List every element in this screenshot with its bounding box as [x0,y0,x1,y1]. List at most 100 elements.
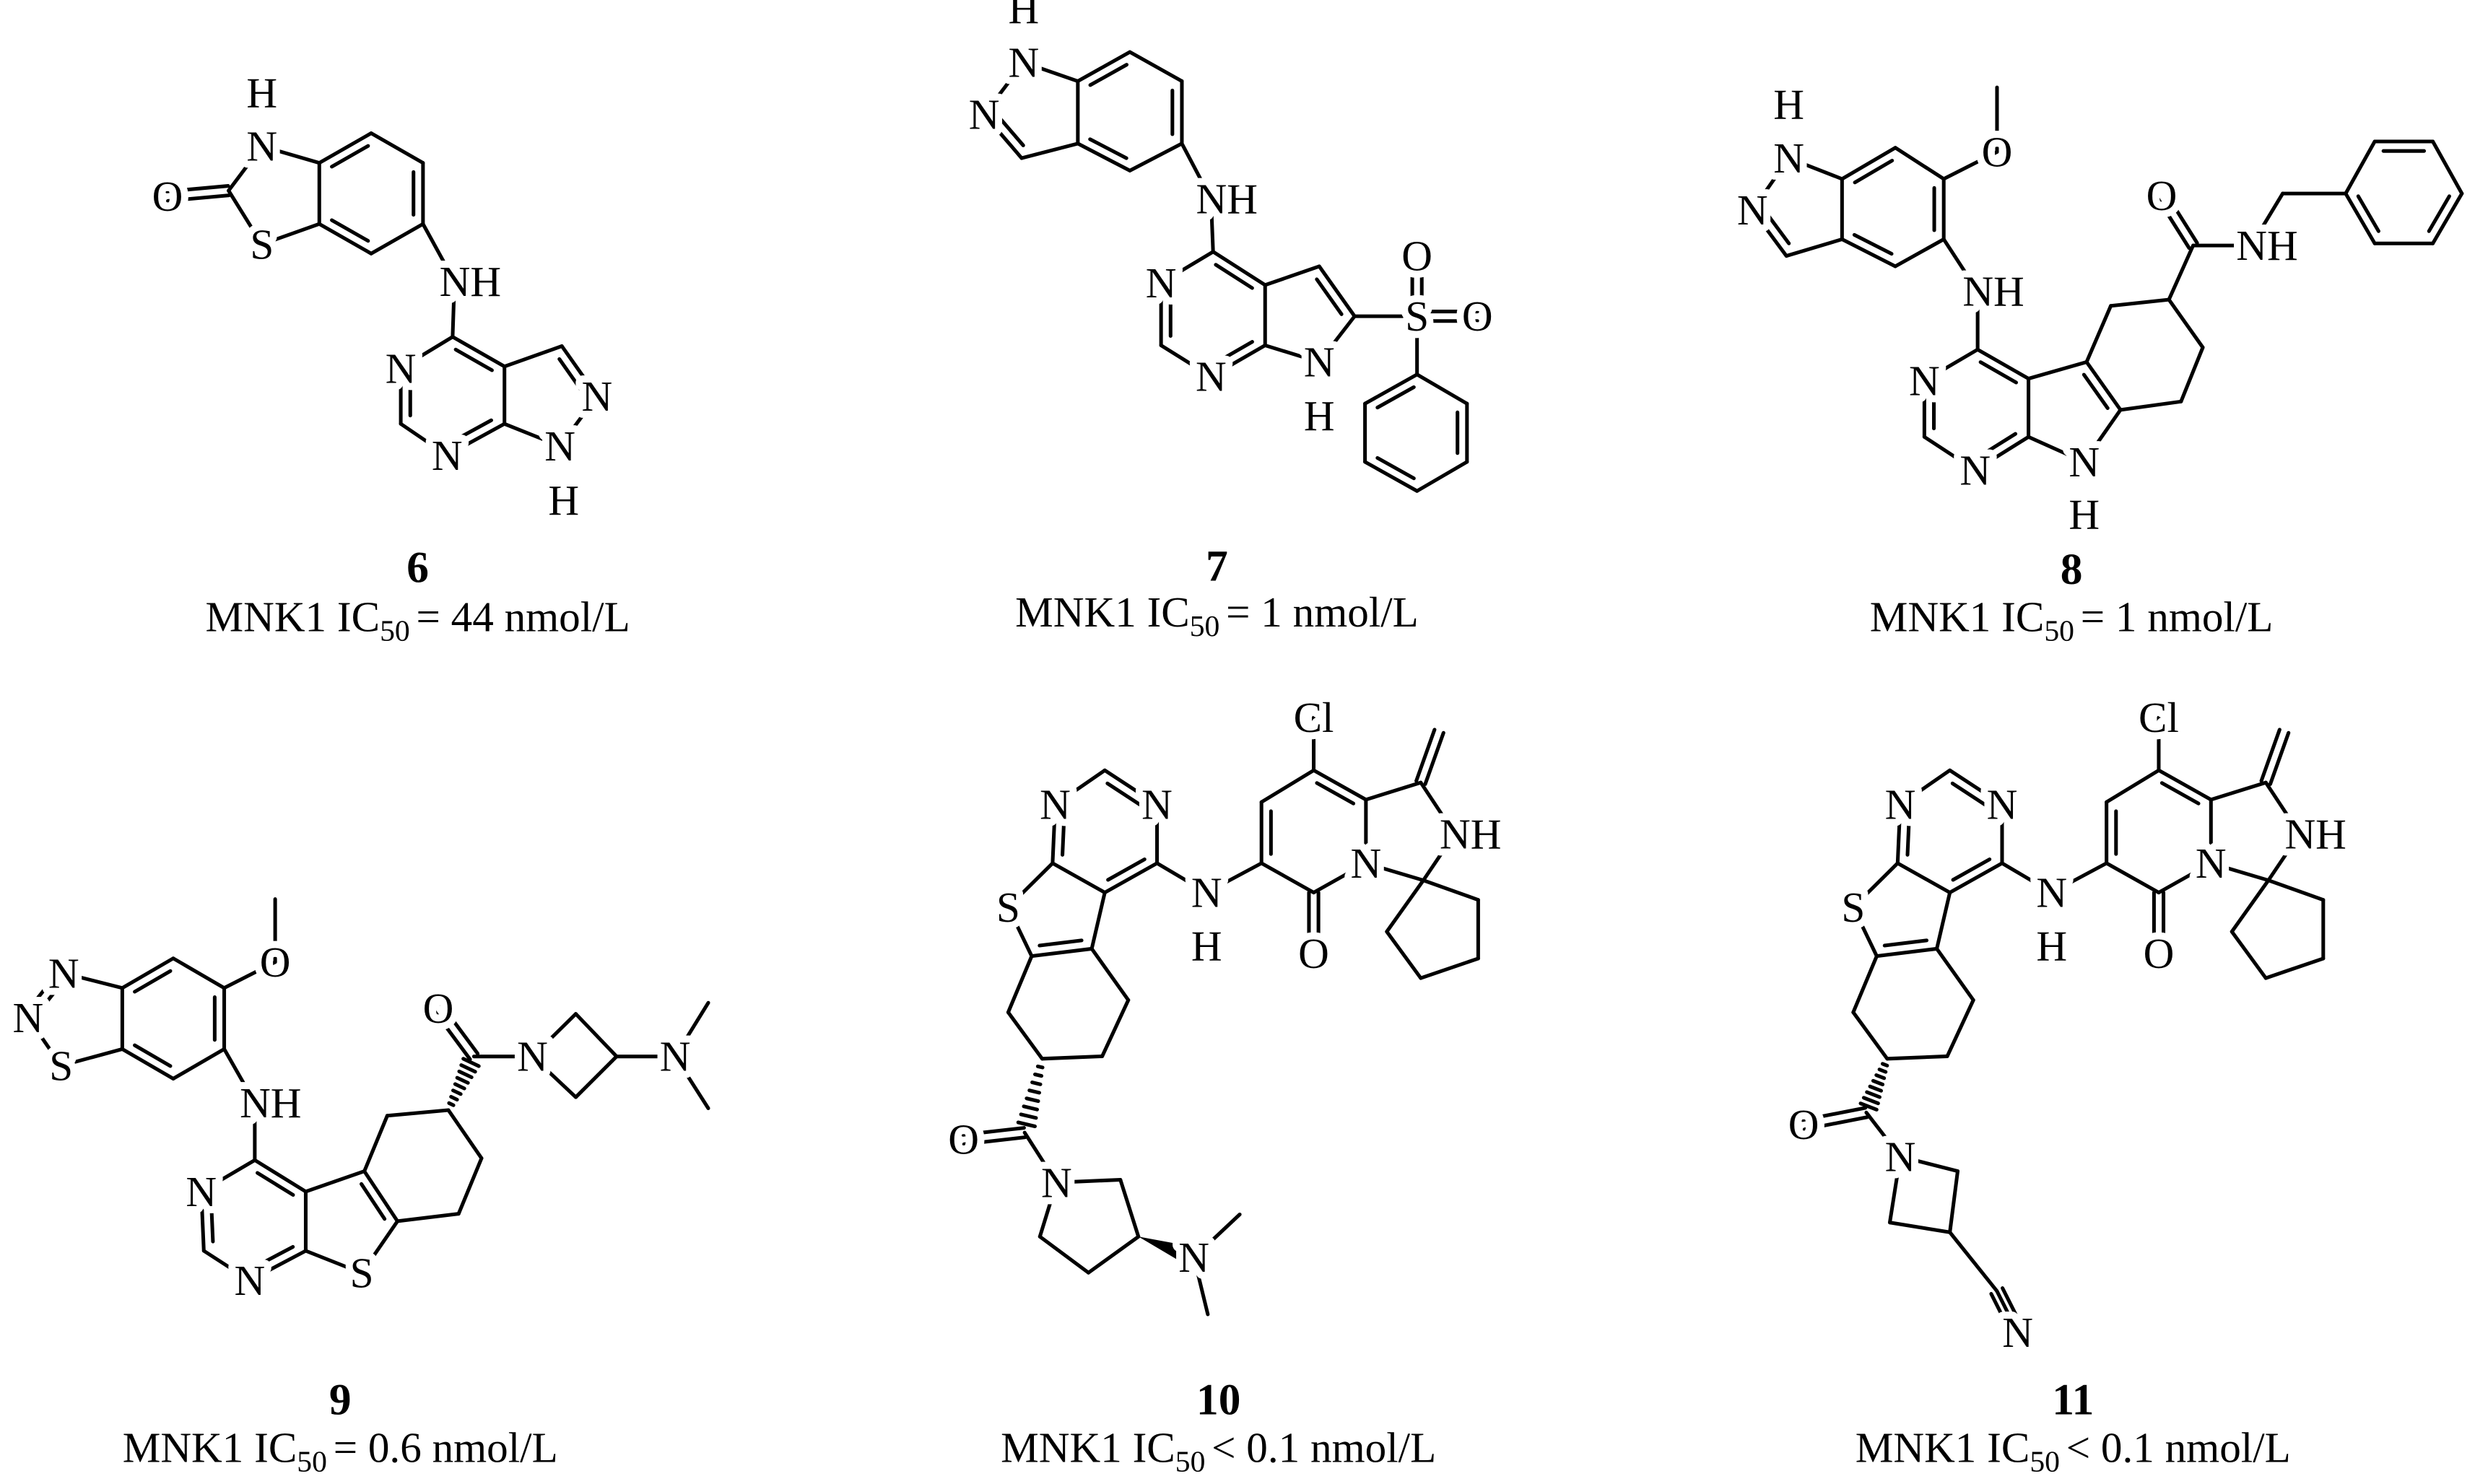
single-bond [1787,156,1844,181]
double-bond-inner-line [1088,63,1129,87]
triple-bond [1989,1291,2014,1337]
atom-label: N [2069,438,2100,486]
single-bond [201,1249,252,1283]
single-bond [171,1047,227,1081]
single-bond [26,1016,64,1068]
single-bond [2209,780,2268,802]
hashed-wedge-bond-segment [1030,1081,1043,1086]
single-bond [2249,191,2285,248]
single-bond [1898,768,1952,807]
double-bond [2268,730,2291,786]
single-bond [1038,1180,1058,1239]
single-bond [1421,832,1457,883]
atom-label: N [2196,839,2227,887]
double-bond [1423,730,1445,786]
single-bond [2027,360,2089,381]
single-bond [673,1000,710,1059]
double-bond [120,956,175,990]
double-bond [440,1003,480,1056]
double-bond [1363,372,1419,406]
double-bond-inner-line [1088,137,1128,160]
atom-label: N [1909,357,1940,404]
atom-label: N [1304,339,1335,386]
double-bond-inner-line [1951,857,1992,882]
single-bond [1089,946,1131,1003]
double-bond-inner-line [453,347,494,372]
caption-subscript: 50 [2030,1445,2060,1478]
atom-label: N [1178,1234,1209,1281]
single-bond [1053,768,1107,807]
solid-wedge-bond [1138,1236,1183,1260]
atom-label: N [1737,186,1768,234]
double-bond-inner-line [330,218,370,243]
double-bond [432,1009,472,1062]
single-bond [399,335,455,370]
atom-label: N [1885,781,1916,829]
single-bond [2084,304,2113,365]
atom-label: N [48,949,79,997]
single-bond [1159,250,1215,285]
single-bond [558,394,599,448]
double-bond [165,184,230,193]
atom-label: NH [1962,268,2024,315]
single-bond [227,144,264,193]
single-bond [1935,891,1952,951]
single-bond [2082,408,2123,464]
caption-prefix: MNK1 IC [206,593,380,641]
single-bond [1054,1177,1123,1184]
compound-number: 11 [2052,1376,2094,1425]
single-bond [222,960,277,990]
atom-label: N [1987,781,2018,829]
single-bond [1006,905,1034,959]
hashed-wedge-bond-segment [1858,1101,1879,1112]
caption-prefix: MNK1 IC [123,1423,297,1471]
hashed-wedge-bond-segment [451,1088,463,1096]
double-bond [1840,146,1897,181]
double-bond [1051,803,1058,865]
single-bond [1118,1177,1141,1239]
triple-bond [1995,1289,2020,1335]
double-bond-inner-line [330,144,370,169]
double-bond [1312,768,1368,802]
single-bond [2230,878,2271,934]
single-bond [360,1219,400,1275]
single-bond [1415,372,1469,406]
atom-label: N [432,432,463,479]
double-bond-inner-line [995,113,1025,147]
atom-label: N [234,1257,265,1304]
atom-label: N [517,1033,548,1081]
double-bond [1973,435,2031,472]
single-bond [1038,1234,1091,1275]
compound-number: 6 [406,544,429,593]
single-bond [1128,50,1184,83]
atom-label: O [1462,292,1493,340]
atom-label: O [1982,128,2013,175]
atom-label: H [1009,0,1040,32]
compound-number: 8 [2061,545,2083,594]
single-bond [59,1047,124,1068]
hashed-wedge-bond-segment [1025,1096,1040,1104]
double-bond [317,131,373,165]
double-bond-inner-line [133,969,173,994]
single-bond [1204,861,1263,895]
double-bond [317,222,373,256]
single-bond [1180,141,1213,201]
single-bond [2209,861,2271,883]
atom-label: H [246,69,277,117]
double-bond [22,968,62,1017]
single-bond [1415,460,1469,493]
atom-label: N [660,1033,691,1081]
single-bond [2105,861,2161,895]
single-bond [1192,1255,1210,1317]
single-bond [1022,60,1080,83]
single-bond [1312,861,1368,895]
single-bond [303,1169,367,1194]
caption-prefix: MNK1 IC [1870,593,2045,641]
double-bond [2164,191,2199,245]
caption-prefix: MNK1 IC [1856,1423,2030,1471]
hashed-wedge-bond-segment [1861,1096,1880,1106]
caption-value: = 1 nmol/L [2081,593,2274,641]
double-bond-inner-line [557,357,586,396]
